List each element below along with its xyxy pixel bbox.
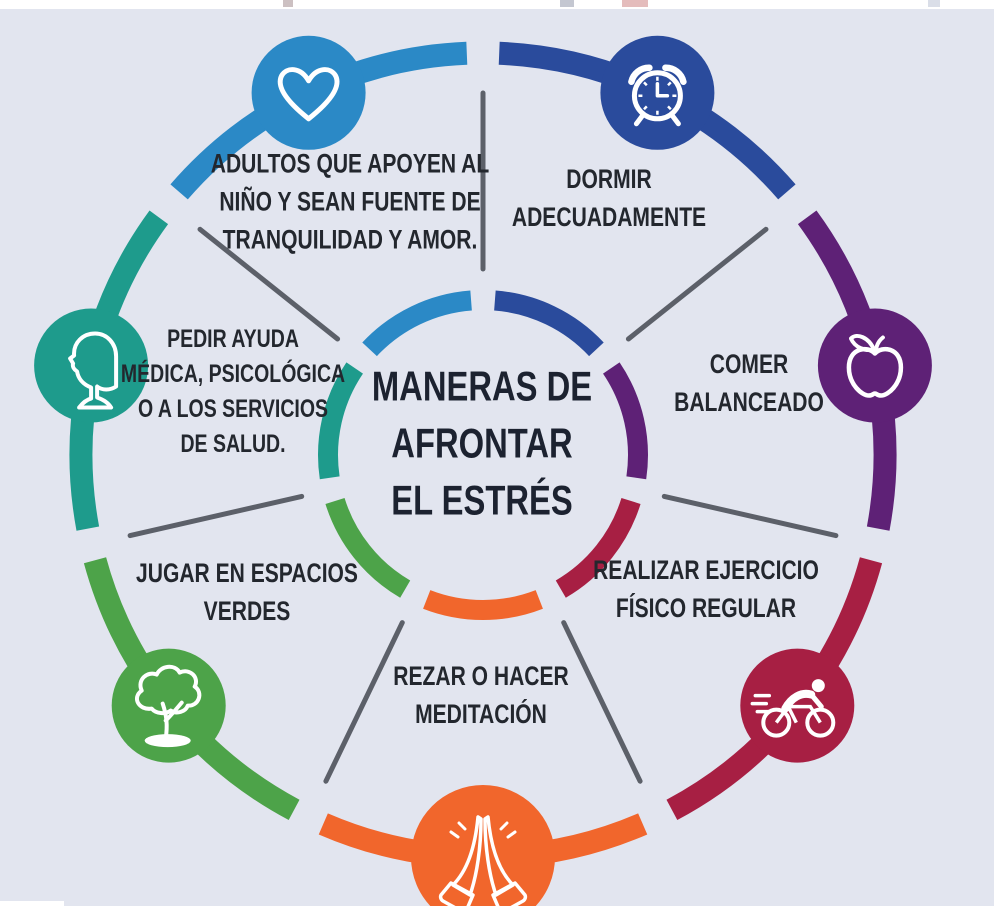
cropped-edge-artifact (560, 0, 574, 7)
tree-icon (135, 664, 202, 748)
cropped-edge-artifact (928, 0, 940, 7)
cropped-edge-artifact (622, 0, 648, 7)
top-edge-strip (0, 0, 994, 9)
label-ejercicio: REALIZAR EJERCICIO FÍSICO REGULAR (593, 555, 819, 623)
divider-line (625, 226, 769, 342)
inner-arc-adultos (362, 290, 473, 357)
divider-line (197, 226, 341, 342)
label-adultos: ADULTOS QUE APOYEN AL NIÑO Y SEAN FUENTE… (210, 148, 490, 254)
label-rezar: REZAR O HACER MEDITACIÓN (393, 661, 569, 729)
inner-arc-ejercicio (555, 497, 641, 598)
inner-arc-jugar (325, 497, 411, 598)
label-jugar: JUGAR EN ESPACIOS VERDES (136, 558, 358, 626)
inner-arc-comer (602, 362, 648, 480)
cropped-edge-artifact (283, 0, 293, 7)
pedir-badge (34, 308, 149, 423)
alarm-clock-icon (628, 64, 687, 127)
comer-badge (817, 308, 932, 423)
label-dormir: DORMIR ADECUADAMENTE (511, 164, 707, 232)
cyclist-icon (750, 679, 836, 738)
child-head-icon (68, 331, 119, 410)
label-pedir: PEDIR AYUDA MÉDICA, PSICOLÓGICA O A LOS … (120, 325, 346, 458)
inner-arc-dormir (493, 290, 604, 357)
apple-icon (846, 334, 904, 398)
bottom-edge-sliver (0, 901, 64, 906)
jugar-badge (111, 648, 226, 763)
rezar-badge (411, 785, 555, 906)
divider-line (323, 620, 405, 784)
adultos-badge (251, 35, 366, 150)
wheel-center-title: MANERAS DE AFRONTAR EL ESTRÉS (371, 362, 593, 524)
inner-arc-rezar (423, 590, 543, 620)
divider-line (127, 493, 305, 539)
inner-arc-pedir (318, 362, 364, 480)
divider-line (661, 493, 839, 539)
label-comer: COMER BALANCEADO (674, 349, 824, 417)
divider-line (561, 620, 643, 784)
heart-icon (277, 67, 340, 122)
praying-hands-icon (438, 815, 528, 906)
